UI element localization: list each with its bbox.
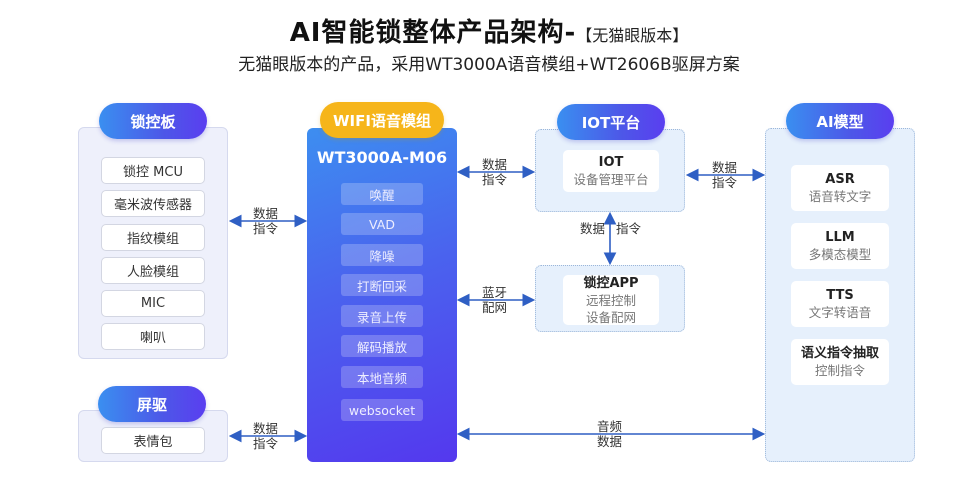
- ai-model-panel: ASR 语音转文字 LLM 多模态模型 TTS 文字转语音 语义指令抽取 控制指…: [765, 128, 915, 462]
- lock-app-title: 锁控APP: [583, 275, 639, 291]
- wifi-module-title: WIFI语音模组: [320, 102, 444, 138]
- module-function: 打断回采: [341, 274, 423, 296]
- wifi-module-panel: WT3000A-M06 唤醒 VAD 降噪 打断回采 录音上传 解码播放 本地音…: [307, 128, 457, 462]
- label-lock-module: 数据 指令: [253, 206, 279, 236]
- module-function: 本地音频: [341, 366, 423, 388]
- module-function: 解码播放: [341, 335, 423, 357]
- label-module-iot: 数据 指令: [482, 157, 508, 187]
- screen-driver-title: 屏驱: [98, 386, 206, 422]
- lock-board-item: 喇叭: [101, 323, 205, 350]
- label-screen-module: 数据 指令: [253, 421, 279, 451]
- module-function: 唤醒: [341, 183, 423, 205]
- label-module-app: 蓝牙 配网: [482, 285, 508, 315]
- ai-model-title: AI模型: [786, 103, 894, 139]
- ai-card-title: ASR: [825, 172, 855, 187]
- lock-board-item: 人脸模组: [101, 257, 205, 284]
- label-iot-app-cmd: 指令: [616, 221, 642, 236]
- ai-card-subtitle: 多模态模型: [808, 247, 872, 262]
- label-iot-app-data: 数据: [580, 221, 606, 236]
- lock-board-item: 指纹模组: [101, 224, 205, 251]
- lock-app-sub1: 远程控制: [585, 292, 636, 308]
- lock-app-card: 锁控APP 远程控制 设备配网: [563, 275, 659, 325]
- diagram-title: AI智能锁整体产品架构-【无猫眼版本】: [0, 12, 978, 49]
- module-function: 降噪: [341, 244, 423, 266]
- diagram-subtitle: 无猫眼版本的产品，采用WT3000A语音模组+WT2606B驱屏方案: [238, 55, 740, 75]
- iot-platform-title: IOT平台: [557, 104, 665, 140]
- lock-board-panel: 锁控 MCU 毫米波传感器 指纹模组 人脸模组 MIC 喇叭: [78, 127, 228, 359]
- lock-app-sub2: 设备配网: [585, 309, 636, 325]
- lock-board-item: 锁控 MCU: [101, 157, 205, 184]
- iot-card-subtitle: 设备管理平台: [573, 172, 649, 187]
- ai-card-semantic: 语义指令抽取 控制指令: [791, 339, 889, 385]
- ai-card-title: 语义指令抽取: [800, 346, 879, 361]
- title-tag: 【无猫眼版本】: [576, 26, 689, 45]
- iot-card-title: IOT: [598, 155, 624, 170]
- lock-board-item: MIC: [101, 290, 205, 317]
- ai-card-subtitle: 控制指令: [814, 363, 865, 378]
- iot-card: IOT 设备管理平台: [563, 150, 659, 192]
- screen-driver-item: 表情包: [101, 427, 205, 454]
- label-iot-ai: 数据 指令: [712, 160, 738, 190]
- lock-app-panel: 锁控APP 远程控制 设备配网: [535, 265, 685, 332]
- module-function: VAD: [341, 213, 423, 235]
- label-module-ai: 音频 数据: [597, 419, 623, 449]
- ai-card-tts: TTS 文字转语音: [791, 281, 889, 327]
- title-main: AI智能锁整体产品架构-: [289, 18, 577, 48]
- module-function: 录音上传: [341, 305, 423, 327]
- ai-card-llm: LLM 多模态模型: [791, 223, 889, 269]
- iot-platform-panel: IOT 设备管理平台: [535, 129, 685, 212]
- ai-card-title: LLM: [825, 230, 855, 245]
- lock-board-title: 锁控板: [99, 103, 207, 139]
- ai-card-subtitle: 文字转语音: [808, 305, 872, 320]
- lock-board-item: 毫米波传感器: [101, 190, 205, 217]
- module-function: websocket: [341, 399, 423, 421]
- ai-card-asr: ASR 语音转文字: [791, 165, 889, 211]
- module-model: WT3000A-M06: [316, 148, 448, 167]
- ai-card-title: TTS: [826, 288, 854, 303]
- ai-card-subtitle: 语音转文字: [808, 189, 872, 204]
